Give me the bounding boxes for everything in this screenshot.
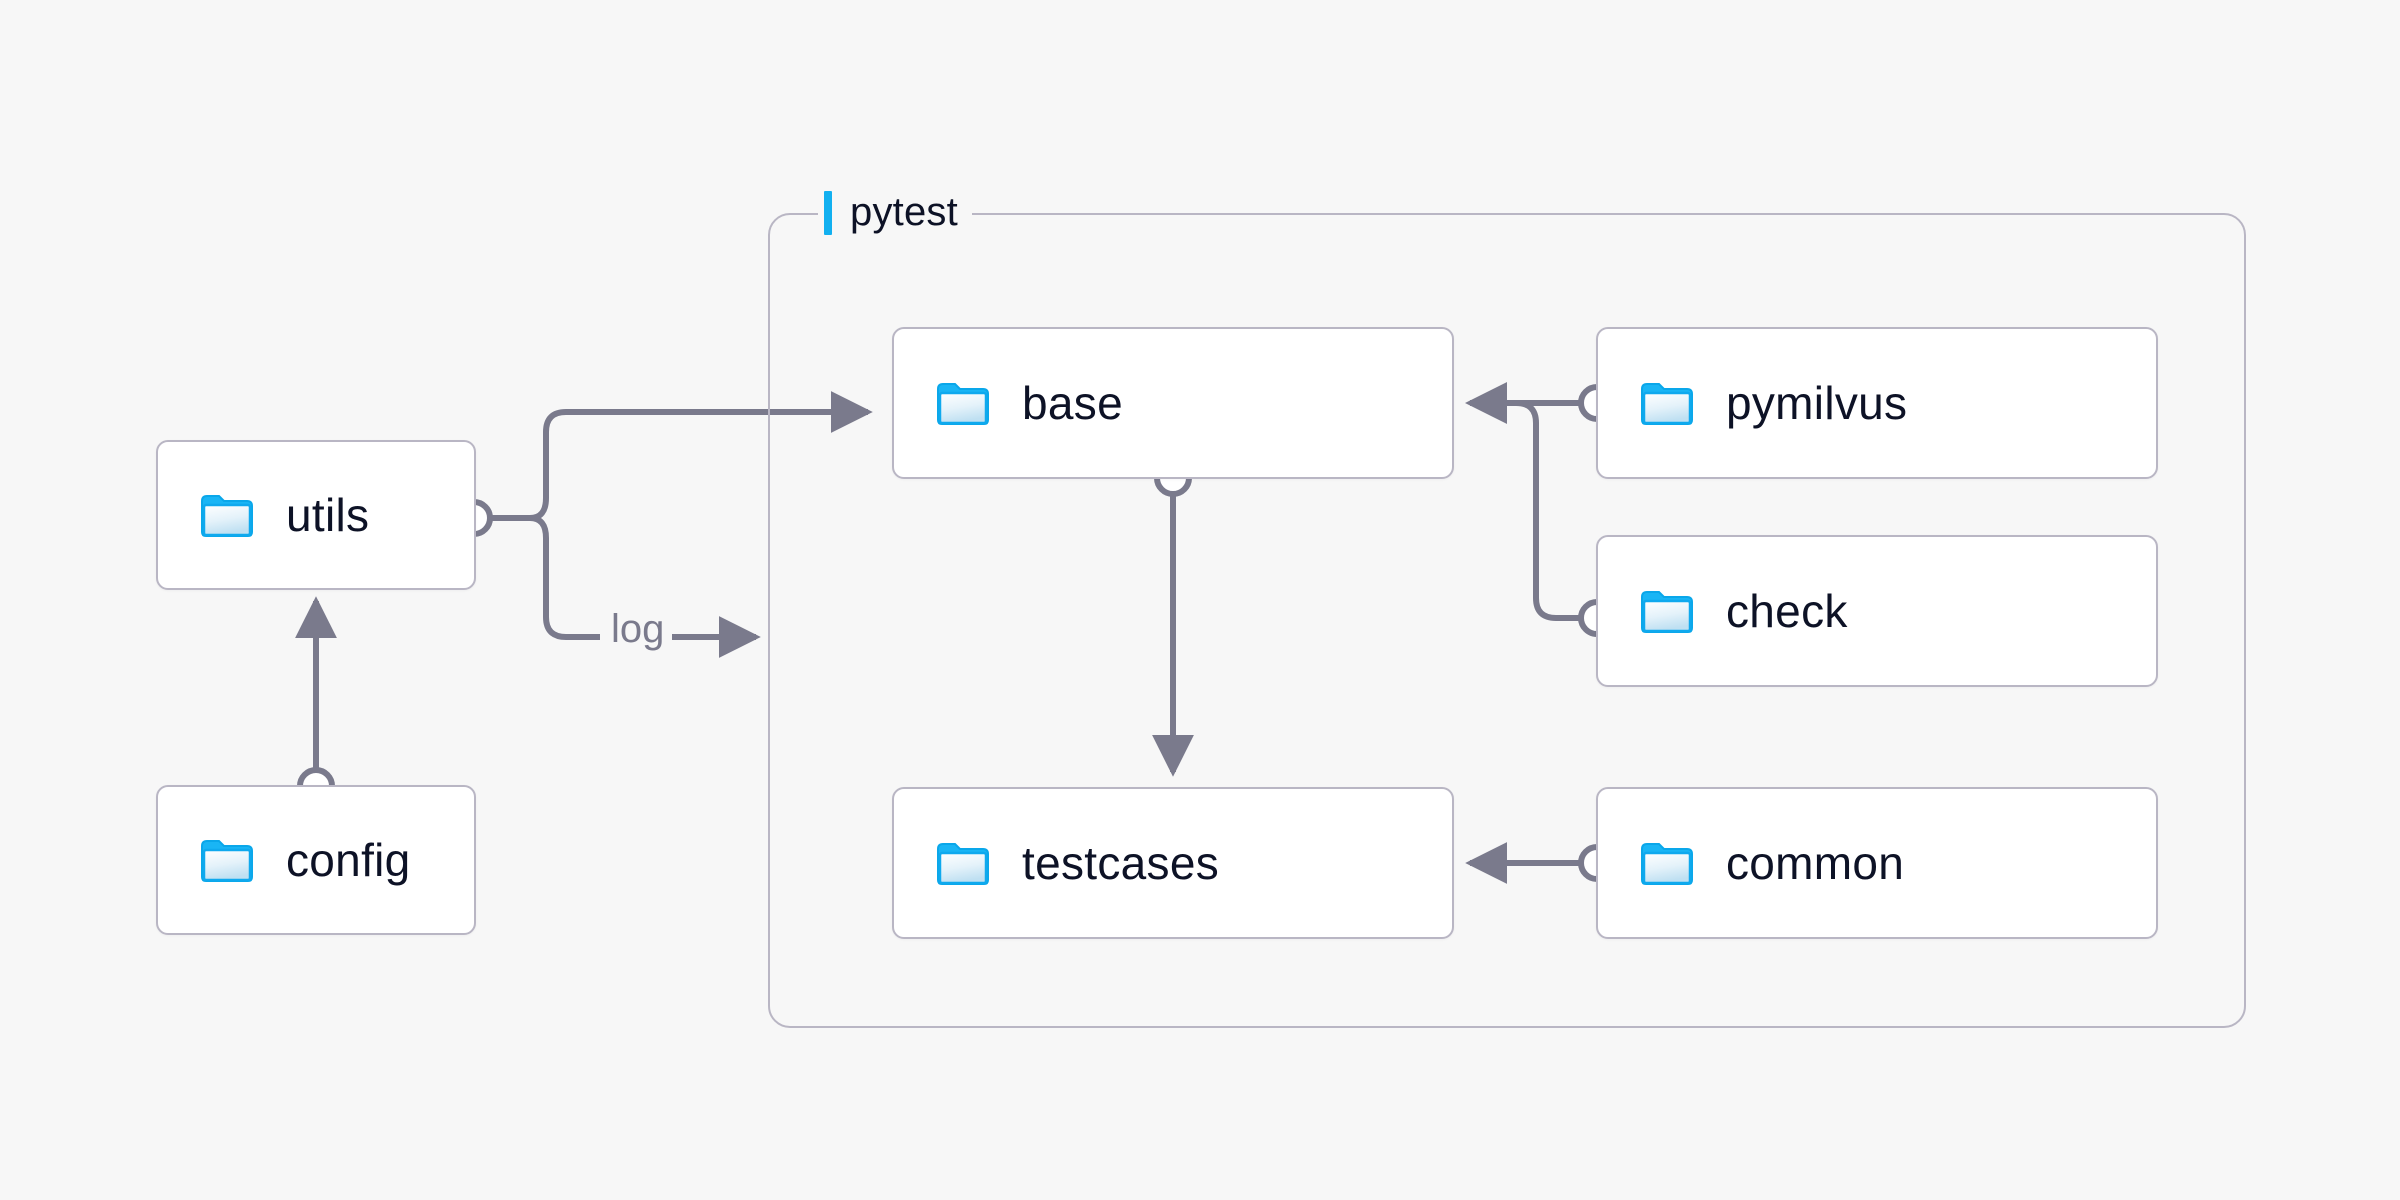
node-label: pymilvus bbox=[1726, 377, 1908, 429]
node-label: utils bbox=[286, 489, 370, 541]
folder-icon bbox=[1641, 843, 1693, 885]
group-accent-bar bbox=[824, 190, 832, 235]
folder-icon bbox=[937, 843, 989, 885]
folder-icon bbox=[1641, 383, 1693, 425]
node-base[interactable]: base bbox=[892, 327, 1454, 479]
folder-icon bbox=[201, 840, 253, 882]
node-utils[interactable]: utils bbox=[156, 440, 476, 590]
group-label-pytest: pytest bbox=[818, 190, 972, 235]
edge-label-log: log bbox=[605, 607, 671, 652]
folder-icon bbox=[937, 383, 989, 425]
node-testcases[interactable]: testcases bbox=[892, 787, 1454, 939]
node-common[interactable]: common bbox=[1596, 787, 2158, 939]
edge-utils-to-log bbox=[529, 515, 600, 640]
group-container-pytest[interactable] bbox=[768, 213, 2246, 1028]
node-check[interactable]: check bbox=[1596, 535, 2158, 687]
group-label-text: pytest bbox=[850, 190, 958, 234]
folder-icon bbox=[201, 495, 253, 537]
node-label: check bbox=[1726, 585, 1848, 637]
node-label: config bbox=[286, 834, 411, 886]
node-label: testcases bbox=[1022, 837, 1220, 889]
node-config[interactable]: config bbox=[156, 785, 476, 935]
node-label: base bbox=[1022, 377, 1123, 429]
node-pymilvus[interactable]: pymilvus bbox=[1596, 327, 2158, 479]
node-label: common bbox=[1726, 837, 1905, 889]
folder-icon bbox=[1641, 591, 1693, 633]
